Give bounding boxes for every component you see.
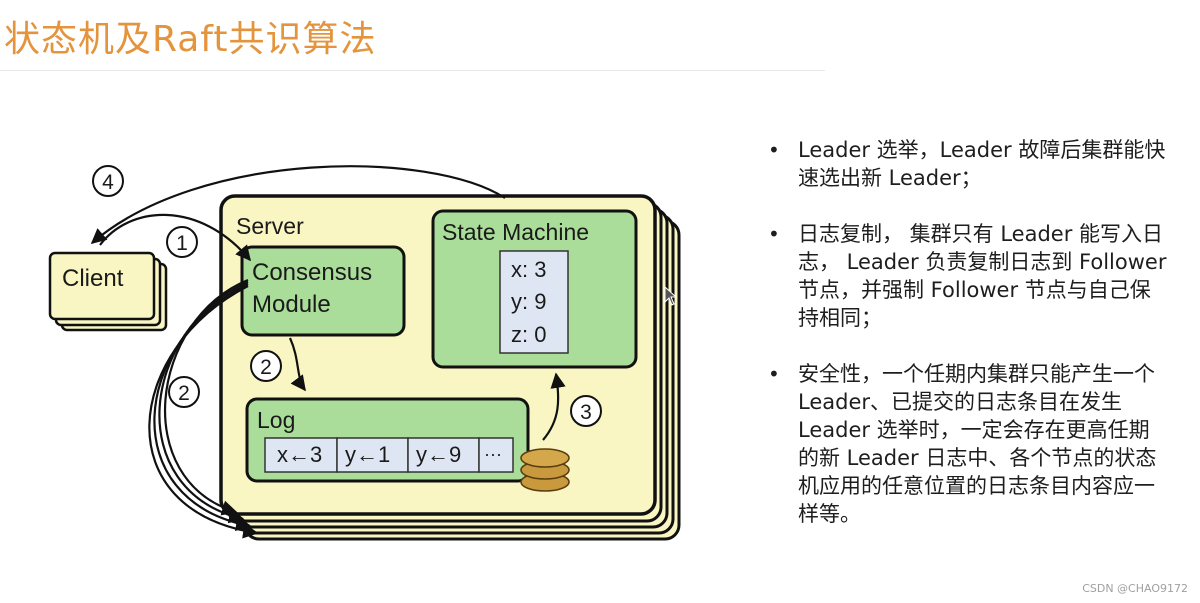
arrows — [90, 165, 566, 539]
svg-text:2: 2 — [178, 382, 190, 405]
log-entry-ellipsis: ··· — [484, 444, 502, 464]
bullet-text: 日志复制， 集群只有 Leader 能写入日志， Leader 负责复制日志到 … — [798, 222, 1167, 330]
arrow-1-request — [99, 213, 251, 262]
consensus-label-line2: Module — [252, 291, 331, 318]
state-machine-label: State Machine — [442, 219, 589, 245]
bullet-text: 安全性，一个任期内集群只能产生一个 Leader、已提交的日志条目在发生 Lea… — [798, 362, 1157, 526]
mouse-cursor-icon — [664, 286, 678, 306]
svg-text:3: 3 — [580, 401, 592, 424]
title-divider — [0, 70, 825, 71]
log-label: Log — [257, 407, 295, 433]
bullet-list: • Leader 选举，Leader 故障后集群能快速选出新 Leader； •… — [768, 136, 1168, 556]
arrow-4-response — [90, 165, 506, 245]
svg-text:1: 1 — [176, 232, 188, 255]
csdn-watermark: CSDN @CHAO9172 — [1082, 582, 1188, 595]
consensus-label-line1: Consensus — [252, 259, 372, 286]
state-values-box — [499, 250, 569, 354]
bullet-text: Leader 选举，Leader 故障后集群能快速选出新 Leader； — [798, 138, 1166, 190]
arrow-2-replicate-1 — [163, 278, 249, 516]
step-marker-1: 1 — [166, 226, 198, 258]
client-box — [48, 251, 156, 321]
consensus-module-box — [240, 245, 406, 337]
raft-diagram: Server Client Consensus Module State Mac… — [48, 165, 681, 541]
bullet-dot-icon: • — [768, 138, 780, 162]
svg-text:4: 4 — [102, 171, 114, 194]
arrow-3-apply — [542, 372, 566, 441]
bullet-item-safety: • 安全性，一个任期内集群只能产生一个 Leader、已提交的日志条目在发生 L… — [768, 360, 1168, 528]
step-marker-2-inner: 2 — [250, 350, 282, 382]
arrow-2-replicate-2 — [158, 280, 249, 524]
log-entry-2: y←1 — [345, 442, 390, 467]
arrow-2-replicate-3 — [153, 283, 252, 531]
log-entry-3: y←9 — [416, 442, 461, 467]
state-value-x: x: 3 — [511, 257, 546, 282]
server-label: Server — [236, 213, 304, 239]
page-title: 状态机及Raft共识算法 — [4, 19, 377, 60]
step-marker-2-outer: 2 — [168, 376, 200, 408]
bullet-item-log-replication: • 日志复制， 集群只有 Leader 能写入日志， Leader 负责复制日志… — [768, 220, 1168, 332]
state-value-y: y: 9 — [511, 289, 546, 314]
bullet-dot-icon: • — [768, 362, 780, 386]
step-marker-3: 3 — [570, 395, 602, 427]
arrow-2-to-log — [288, 337, 306, 392]
client-label: Client — [62, 265, 124, 292]
log-entries — [264, 437, 514, 473]
bullet-item-leader-election: • Leader 选举，Leader 故障后集群能快速选出新 Leader； — [768, 136, 1168, 192]
disk-stack-icon — [520, 448, 570, 492]
client-stack — [48, 251, 168, 332]
state-value-z: z: 0 — [511, 322, 546, 347]
step-marker-4: 4 — [92, 165, 124, 197]
log-entry-1: x←3 — [277, 442, 322, 467]
bullet-dot-icon: • — [768, 222, 780, 246]
svg-text:2: 2 — [260, 356, 272, 379]
arrow-2-replicate-4 — [148, 285, 259, 539]
